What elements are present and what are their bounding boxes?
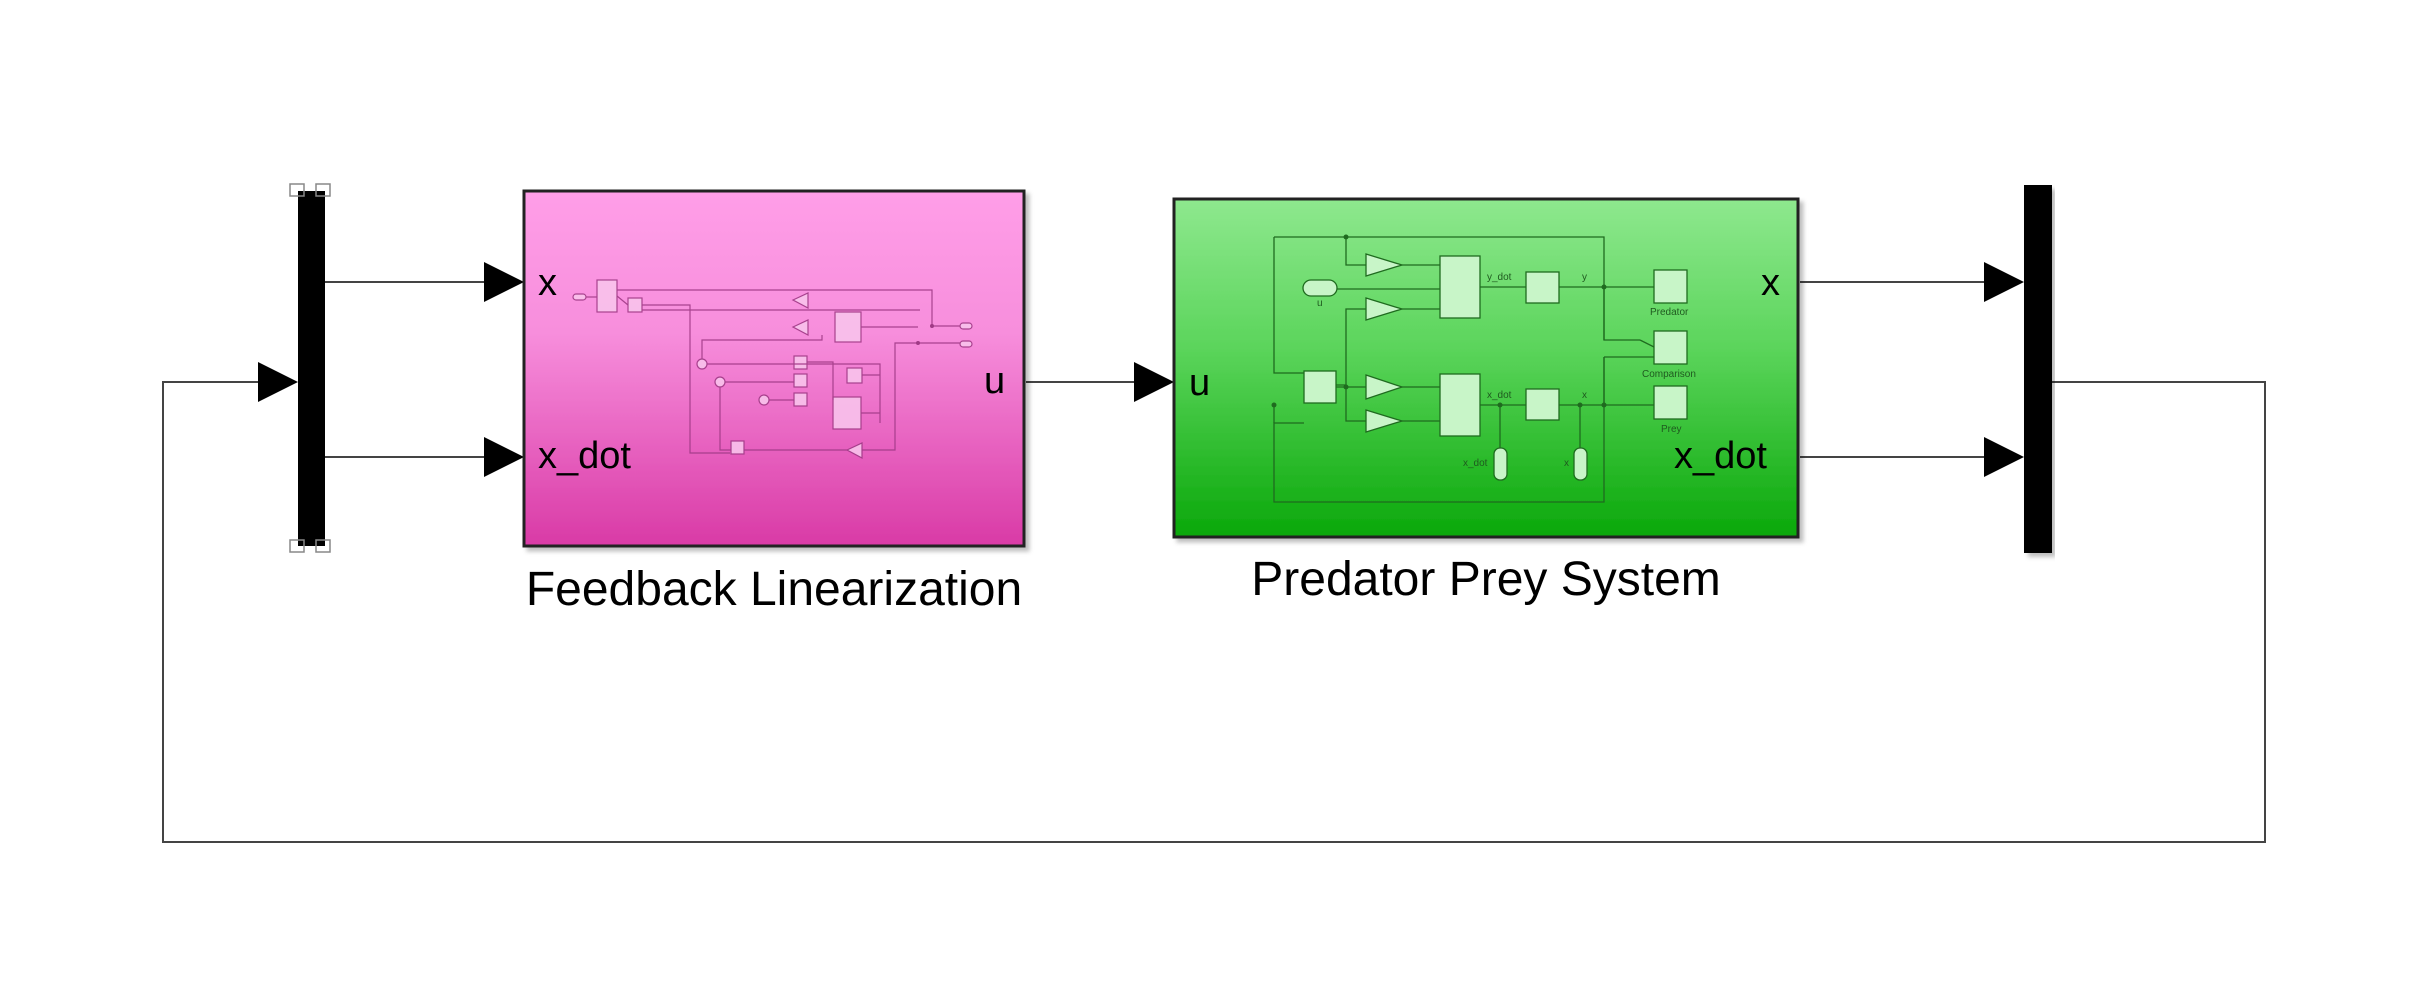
plant-inner-x-out: x — [1564, 458, 1569, 469]
plant-inner-u: u — [1317, 298, 1323, 309]
plant-inner-schematic — [1273, 236, 1688, 503]
plant-inner-x: x — [1582, 390, 1587, 401]
plant-inner-comparison: Comparison — [1642, 369, 1696, 380]
plant-inner-prey: Prey — [1661, 424, 1682, 435]
plant-input-u-label: u — [1189, 362, 1211, 404]
plant-title: Predator Prey System — [1251, 553, 1721, 606]
arrow-demux-input — [258, 362, 298, 402]
fb-title: Feedback Linearization — [525, 563, 1023, 616]
mux-block[interactable] — [2024, 185, 2052, 553]
arrow-plant-u-input — [1134, 362, 1174, 402]
feedback-inner-schematic — [572, 279, 973, 459]
demux-block[interactable] — [289, 183, 331, 553]
plant-inner-xdot-out: x_dot — [1463, 458, 1488, 469]
line-feedback[interactable] — [162, 381, 2266, 843]
plant-output-xdot-label: x_dot — [1674, 435, 1767, 477]
predator-prey-block[interactable] — [1172, 197, 1800, 539]
plant-inner-xdot: x_dot — [1487, 390, 1512, 401]
plant-inner-ydot: y_dot — [1487, 272, 1512, 283]
plant-inner-predator: Predator — [1650, 307, 1689, 318]
arrow-mux-x-input — [1984, 262, 2024, 302]
plant-inner-junctions — [1271, 234, 1607, 408]
signal-lines — [162, 281, 2266, 843]
arrow-fb-x-input — [484, 262, 524, 302]
plant-inner-y: y — [1582, 272, 1587, 283]
arrowheads — [258, 262, 2024, 477]
fb-input-x-label: x — [538, 262, 557, 304]
arrow-fb-xdot-input — [484, 437, 524, 477]
fb-output-u-label: u — [984, 360, 1006, 402]
fb-input-xdot-label: x_dot — [538, 435, 631, 477]
arrow-mux-xdot-input — [1984, 437, 2024, 477]
feedback-linearization-block[interactable] — [522, 189, 1026, 548]
plant-output-x-label: x — [1761, 262, 1780, 304]
